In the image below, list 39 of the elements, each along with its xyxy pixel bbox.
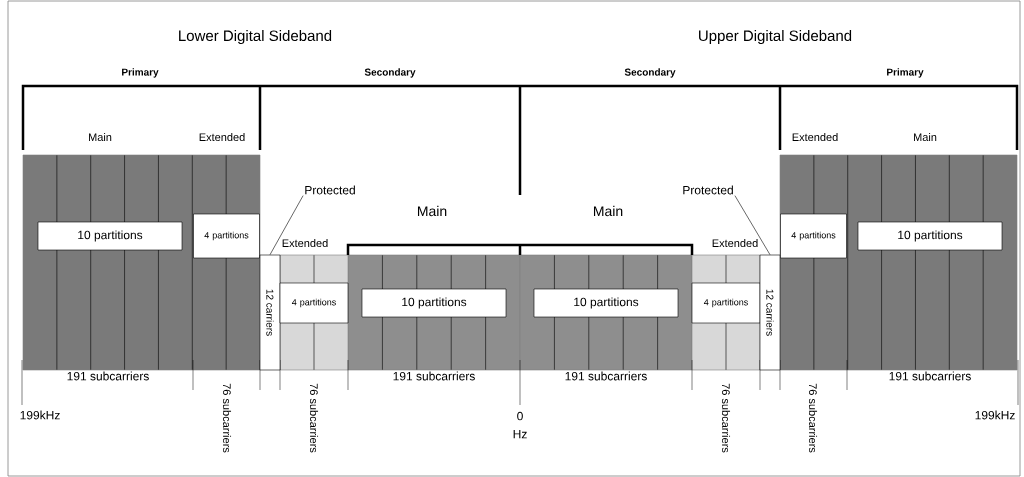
band-label: Extended xyxy=(199,132,245,142)
band-label: Extended xyxy=(282,238,328,248)
partition-box: 4 partitions xyxy=(691,282,761,324)
partition-box: 4 partitions xyxy=(193,213,260,259)
band-label: 199kHz xyxy=(975,410,1015,420)
subcarrier-count: 191 subcarriers xyxy=(67,371,149,381)
band-label: Main xyxy=(914,132,937,142)
partition-box: 10 partitions xyxy=(361,288,507,318)
subcarrier-count: 76 subcarriers xyxy=(309,383,319,453)
partition-box: 4 partitions xyxy=(780,213,847,259)
subcarrier-count: 76 subcarriers xyxy=(721,383,731,453)
subcarrier-count: 191 subcarriers xyxy=(889,371,971,381)
partition-box: 10 partitions xyxy=(857,221,1003,251)
leader-line xyxy=(269,195,304,255)
band-label: Main xyxy=(89,132,112,142)
group-label: Primary xyxy=(887,68,924,78)
partition-box: 4 partitions xyxy=(279,282,349,324)
sideband-title: Upper Digital Sideband xyxy=(699,30,852,44)
carrier-column: 12 carriers xyxy=(759,254,781,371)
leader-text: Protected xyxy=(683,185,733,195)
group-label: Secondary xyxy=(624,68,676,78)
subcarrier-count: 76 subcarriers xyxy=(808,383,818,453)
sideband-title: Lower Digital Sideband xyxy=(179,30,332,44)
leader-line xyxy=(734,195,771,255)
subcarrier-count: 76 subcarriers xyxy=(222,383,232,453)
band-label: Main xyxy=(418,205,447,217)
band-label: 199kHz xyxy=(20,410,60,420)
partition-box: 10 partitions xyxy=(533,288,679,318)
group-label: Secondary xyxy=(364,68,416,78)
carrier-column: 12 carriers xyxy=(259,254,281,371)
subcarrier-count: 191 subcarriers xyxy=(393,371,475,381)
band-label: Main xyxy=(594,205,623,217)
leader-text: Protected xyxy=(305,185,355,195)
group-label: Primary xyxy=(122,68,159,78)
subcarrier-count: 191 subcarriers xyxy=(565,371,647,381)
frequency-label: 0 Hz xyxy=(513,411,527,439)
partition-box: 10 partitions xyxy=(37,221,183,251)
band-label: Extended xyxy=(792,132,838,142)
band-label: Extended xyxy=(712,238,758,248)
